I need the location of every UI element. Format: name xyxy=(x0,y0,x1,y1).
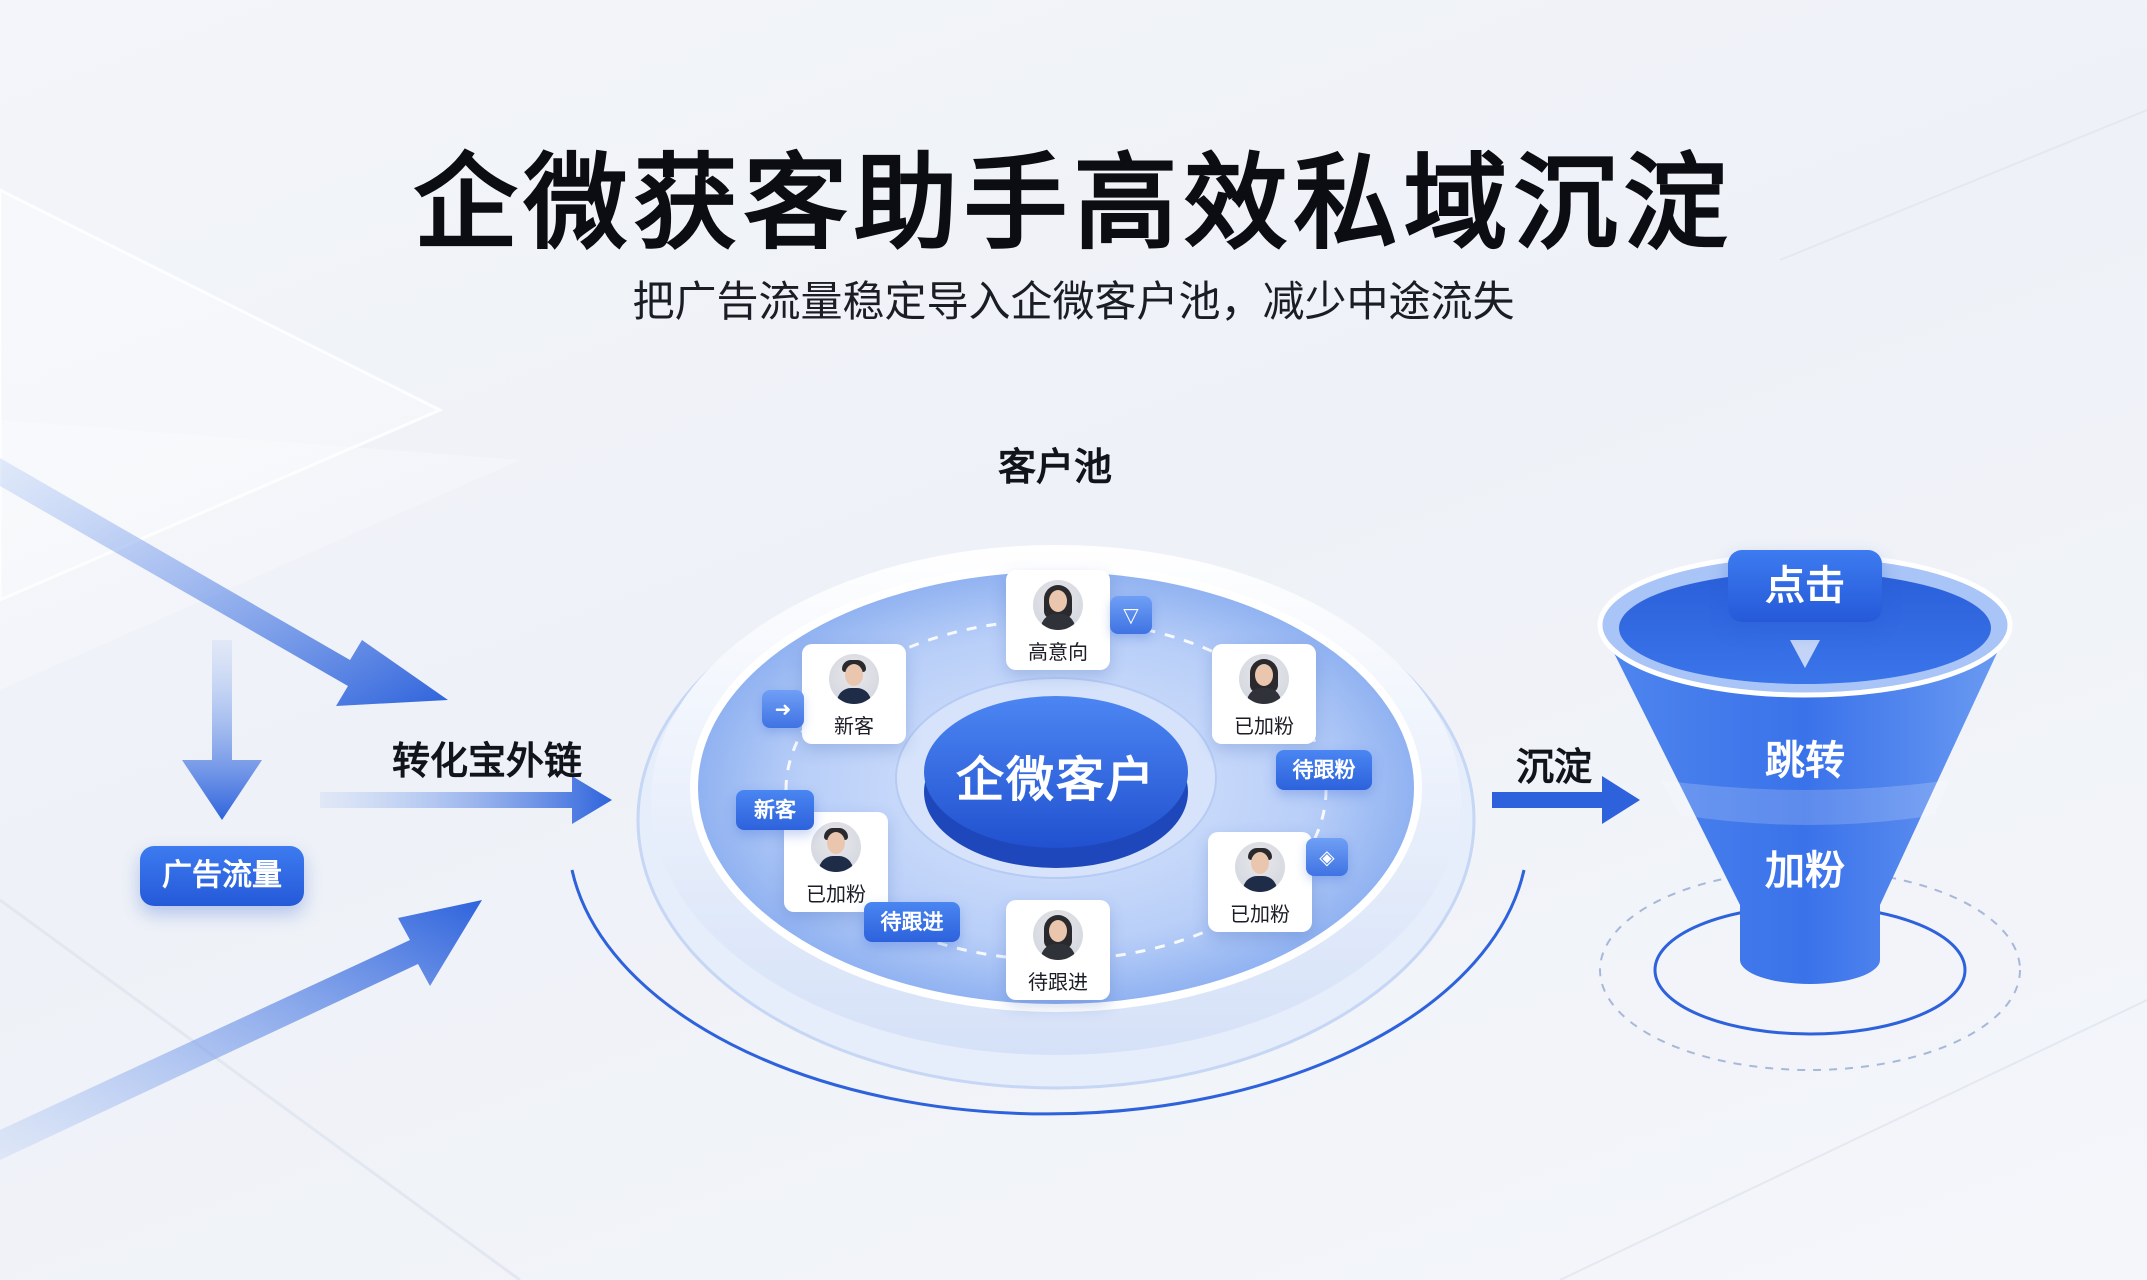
conversion-link-label: 转化宝外链 xyxy=(392,739,583,783)
page-title: 企微获客助手高效私域沉淀 xyxy=(413,142,1734,264)
avatar xyxy=(1033,580,1083,630)
settle-arrow-right xyxy=(1492,776,1640,824)
customer-card[interactable]: 待跟进 xyxy=(1006,900,1110,1000)
customer-card[interactable]: 已加粉 xyxy=(1208,832,1312,932)
funnel-stage-redirect: 跳转 xyxy=(1765,738,1845,784)
customer-pool-label: 客户池 xyxy=(998,445,1113,489)
avatar xyxy=(1235,842,1285,892)
page-subtitle: 把广告流量稳定导入企微客户池，减少中途流失 xyxy=(632,277,1515,326)
customer-status: 新客 xyxy=(834,714,874,738)
enterprise-customer-label: 企微客户 xyxy=(955,752,1156,808)
customer-status: 已加粉 xyxy=(1230,902,1290,926)
customer-status: 已加粉 xyxy=(806,882,866,906)
link-arrow-right xyxy=(320,776,612,824)
ad-traffic-badge: 广告流量 xyxy=(140,846,304,906)
funnel-stage-add-fan: 加粉 xyxy=(1765,848,1845,894)
status-chip-pending-fan[interactable]: 待跟粉 xyxy=(1276,750,1372,790)
status-chip-new[interactable]: 新客 xyxy=(736,790,814,830)
traffic-arrow-down xyxy=(182,640,262,820)
down-triangle-icon: ▽ xyxy=(1110,596,1152,634)
avatar xyxy=(811,822,861,872)
avatar xyxy=(1239,654,1289,704)
customer-card[interactable]: 已加粉 xyxy=(1212,644,1316,744)
customer-status: 待跟进 xyxy=(1028,970,1088,994)
customer-status: 高意向 xyxy=(1028,640,1088,664)
avatar xyxy=(1033,910,1083,960)
funnel-stage-click: 点击 xyxy=(1728,550,1882,622)
conversion-funnel xyxy=(1597,552,2021,1071)
traffic-arrow-diagonal-down xyxy=(0,458,448,706)
customer-card[interactable]: 高意向 xyxy=(1006,570,1110,670)
shield-icon: ◈ xyxy=(1306,838,1348,876)
background-panels xyxy=(0,109,2147,1280)
settle-label: 沉淀 xyxy=(1516,745,1593,789)
customer-status: 已加粉 xyxy=(1234,714,1294,738)
status-chip-follow-up[interactable]: 待跟进 xyxy=(864,902,960,942)
avatar xyxy=(829,654,879,704)
arrow-icon: ➜ xyxy=(762,690,804,728)
customer-card[interactable]: 新客 xyxy=(802,644,906,744)
traffic-arrow-diagonal-up xyxy=(0,900,482,1160)
